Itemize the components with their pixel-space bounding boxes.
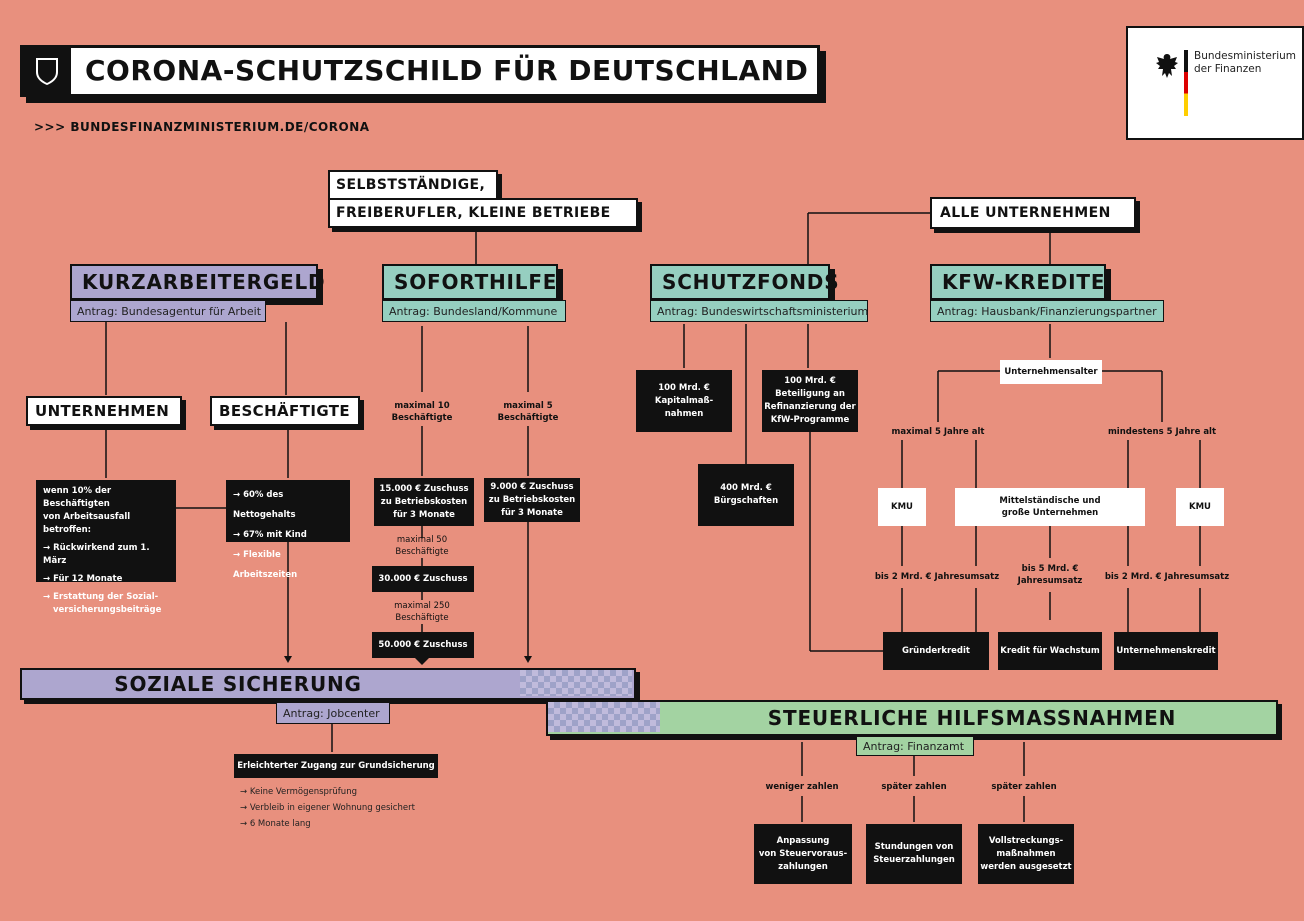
website-link[interactable]: >>> BUNDESFINANZMINISTERIUM.DE/CORONA	[34, 120, 370, 134]
soforthilfe-heading: SOFORTHILFE	[382, 264, 558, 300]
kfw-wachstum-box: Kredit für Wachstum	[998, 632, 1102, 670]
kurzarbeit-beschaeftigte-label: BESCHÄFTIGTE	[210, 396, 360, 426]
kfw-unternehmensalter: Unternehmensalter	[1000, 360, 1102, 384]
kurzarbeit-unternehmen-box: wenn 10% der Beschäftigten von Arbeitsau…	[36, 480, 176, 615]
kfw-heading: KFW-KREDITE	[930, 264, 1106, 300]
group-alle-unternehmen: ALLE UNTERNEHMEN	[930, 197, 1136, 229]
kfw-kmu-right: KMU	[1176, 488, 1224, 526]
kfw-bis2-right-label: bis 2 Mrd. € Jahresumsatz	[1104, 572, 1230, 582]
kfw-antrag: Antrag: Hausbank/Finanzierungspartner	[930, 300, 1164, 322]
steuer-weniger-label: weniger zahlen	[765, 782, 839, 792]
schutzfonds-heading: SCHUTZFONDS	[650, 264, 839, 300]
kfw-max5jahre-label: maximal 5 Jahre alt	[891, 427, 985, 437]
ministry-name: Bundesministerium der Finanzen	[1194, 50, 1296, 75]
shield-icon	[23, 48, 71, 94]
kfw-bis5-label: bis 5 Mrd. €Jahresumsatz	[1017, 564, 1083, 586]
steuer-antrag: Antrag: Finanzamt	[856, 736, 974, 756]
soforthilfe-antrag: Antrag: Bundesland/Kommune	[382, 300, 566, 322]
soforthilfe-30000-box: 30.000 € Zuschuss	[372, 566, 474, 592]
group-selbststaendige-line2: FREIBERUFLER, KLEINE BETRIEBE	[328, 198, 638, 228]
schutzfonds-antrag: Antrag: Bundeswirtschaftsministerium	[650, 300, 868, 322]
soziale-grundsicherung-box: Erleichterter Zugang zur Grundsicherung	[234, 754, 438, 778]
kurzarbeitergeld-antrag: Antrag: Bundesagentur für Arbeit	[70, 300, 266, 322]
soziale-antrag: Antrag: Jobcenter	[276, 702, 390, 724]
steuer-spaeter2-label: später zahlen	[991, 782, 1057, 792]
kfw-bis2-left-label: bis 2 Mrd. € Jahresumsatz	[874, 572, 1000, 582]
eagle-icon	[1156, 54, 1178, 78]
steuer-checker-pattern	[548, 702, 660, 732]
kfw-min5jahre-label: mindestens 5 Jahre alt	[1107, 427, 1217, 437]
schutzfonds-100-kapital-box: 100 Mrd. €Kapitalmaß-nahmen	[636, 370, 732, 432]
kurzarbeitergeld-heading: KURZARBEITERGELD	[70, 264, 325, 300]
german-flag-stripe	[1184, 50, 1188, 116]
ministry-logo: Bundesministerium der Finanzen	[1126, 26, 1304, 140]
kfw-unternehmenskredit-box: Unternehmenskredit	[1114, 632, 1218, 670]
steuerliche-bar: STEUERLICHE HILFSMASSNAHMEN	[546, 700, 1278, 736]
title-banner: CORONA-SCHUTZSCHILD FÜR DEUTSCHLAND	[20, 45, 820, 97]
soforthilfe-50000-box: 50.000 € Zuschuss	[372, 632, 474, 658]
kfw-kmu-left: KMU	[878, 488, 926, 526]
kurzarbeit-beschaeftigte-box: → 60% des Nettogehalts → 67% mit Kind → …	[226, 480, 350, 580]
page-title: CORONA-SCHUTZSCHILD FÜR DEUTSCHLAND	[85, 54, 809, 87]
group-selbststaendige-line1: SELBSTSTÄNDIGE,	[328, 170, 498, 200]
kfw-gruenderkredit-box: Gründerkredit	[883, 632, 989, 670]
soziale-bullets: → Keine Vermögensprüfung → Verbleib in e…	[240, 787, 415, 829]
schutzfonds-400-buergschaften-box: 400 Mrd. €Bürgschaften	[698, 464, 794, 526]
soziale-checker-pattern	[520, 670, 632, 696]
kurzarbeit-unternehmen-label: UNTERNEHMEN	[26, 396, 182, 426]
steuer-spaeter1-label: später zahlen	[881, 782, 947, 792]
